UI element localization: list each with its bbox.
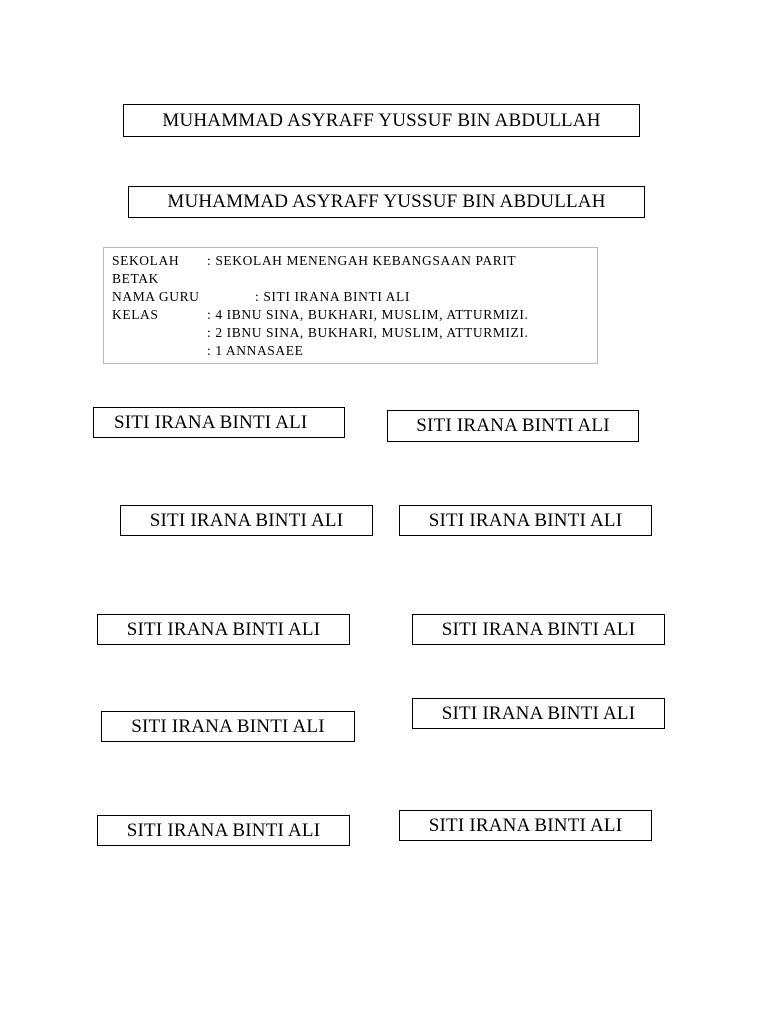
student-name-text: MUHAMMAD ASYRAFF YUSSUF BIN ABDULLAH: [167, 191, 606, 212]
teacher-name-label: SITI IRANA BINTI ALI: [97, 614, 350, 645]
teacher-row: NAMA GURU : SITI IRANA BINTI ALI: [112, 288, 589, 306]
teacher-value: : SITI IRANA BINTI ALI: [255, 289, 410, 304]
teacher-name-label: SITI IRANA BINTI ALI: [412, 614, 665, 645]
school-row-continued: BETAK: [112, 270, 589, 288]
teacher-name-text: SITI IRANA BINTI ALI: [126, 819, 321, 841]
teacher-name-text: SITI IRANA BINTI ALI: [149, 509, 344, 531]
class-value: : 4 IBNU SINA, BUKHARI, MUSLIM, ATTURMIZ…: [207, 307, 529, 322]
school-row: SEKOLAH : SEKOLAH MENENGAH KEBANGSAAN PA…: [112, 252, 589, 270]
teacher-name-label: SITI IRANA BINTI ALI: [399, 505, 652, 536]
school-value: : SEKOLAH MENENGAH KEBANGSAAN PARIT: [207, 253, 517, 268]
class-value: : 1 ANNASAEE: [207, 343, 304, 358]
class-value: : 2 IBNU SINA, BUKHARI, MUSLIM, ATTURMIZ…: [207, 325, 529, 340]
teacher-name-text: SITI IRANA BINTI ALI: [416, 415, 610, 436]
teacher-name-label: SITI IRANA BINTI ALI: [93, 407, 345, 438]
teacher-key: NAMA GURU: [112, 289, 200, 304]
teacher-name-text: SITI IRANA BINTI ALI: [131, 715, 325, 737]
teacher-name-text: SITI IRANA BINTI ALI: [441, 702, 636, 724]
school-value-continued: BETAK: [112, 271, 159, 286]
teacher-name-label: SITI IRANA BINTI ALI: [387, 410, 639, 442]
class-row: KELAS : 4 IBNU SINA, BUKHARI, MUSLIM, AT…: [112, 306, 589, 324]
teacher-name-text: SITI IRANA BINTI ALI: [441, 618, 636, 640]
teacher-name-text: SITI IRANA BINTI ALI: [114, 412, 308, 433]
student-name-label: MUHAMMAD ASYRAFF YUSSUF BIN ABDULLAH: [128, 186, 645, 218]
teacher-name-text: SITI IRANA BINTI ALI: [428, 509, 623, 531]
teacher-name-label: SITI IRANA BINTI ALI: [101, 711, 355, 742]
class-row: : 1 ANNASAEE: [112, 342, 589, 360]
student-name-text: MUHAMMAD ASYRAFF YUSSUF BIN ABDULLAH: [162, 109, 601, 131]
teacher-name-label: SITI IRANA BINTI ALI: [120, 505, 373, 536]
teacher-name-text: SITI IRANA BINTI ALI: [428, 814, 623, 836]
school-info-box: SEKOLAH : SEKOLAH MENENGAH KEBANGSAAN PA…: [103, 247, 598, 364]
class-row: : 2 IBNU SINA, BUKHARI, MUSLIM, ATTURMIZ…: [112, 324, 589, 342]
student-name-label: MUHAMMAD ASYRAFF YUSSUF BIN ABDULLAH: [123, 104, 640, 137]
teacher-name-label: SITI IRANA BINTI ALI: [412, 698, 665, 729]
teacher-name-label: SITI IRANA BINTI ALI: [97, 815, 350, 846]
class-key: KELAS: [112, 307, 159, 322]
teacher-name-text: SITI IRANA BINTI ALI: [126, 618, 321, 640]
teacher-name-label: SITI IRANA BINTI ALI: [399, 810, 652, 841]
school-key: SEKOLAH: [112, 253, 180, 268]
